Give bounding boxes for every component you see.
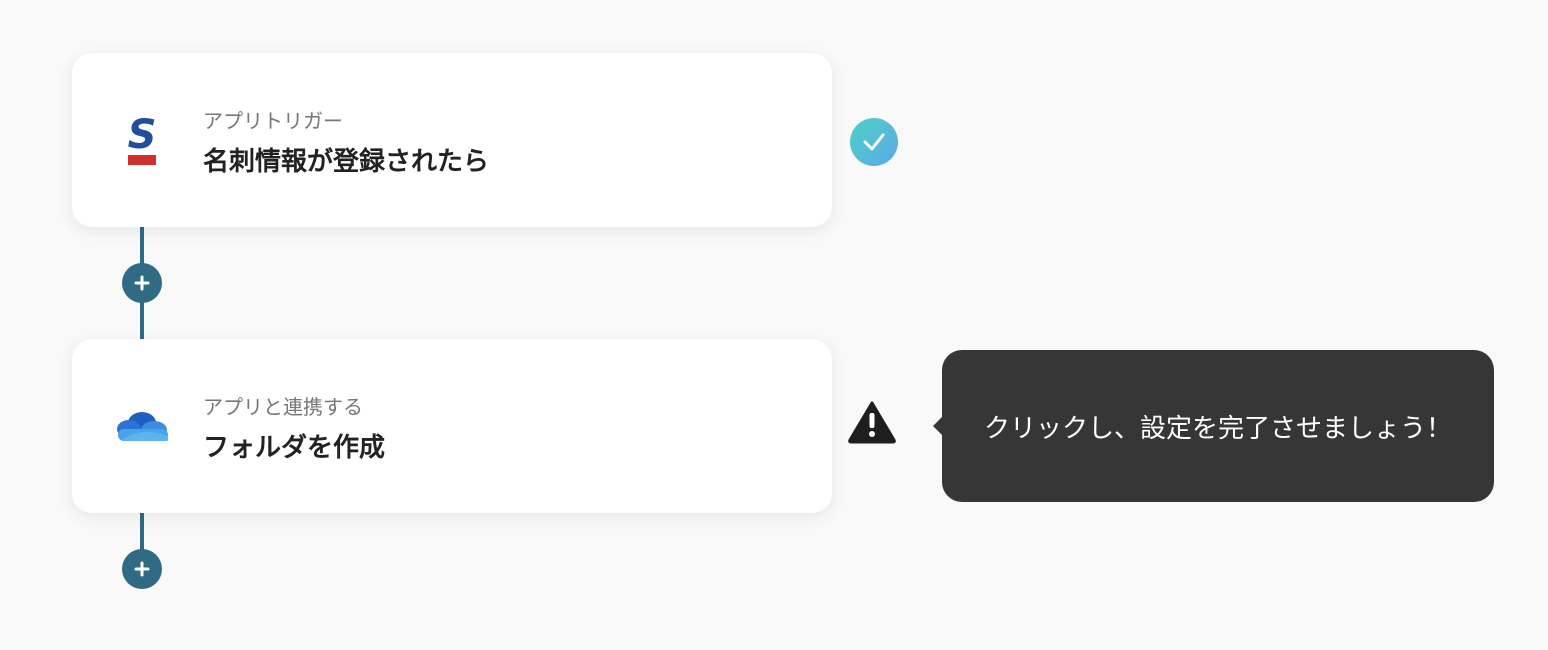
onedrive-cloud-icon (112, 396, 172, 456)
step-title: 名刺情報が登録されたら (203, 147, 490, 177)
add-step-button[interactable] (122, 549, 162, 589)
setup-hint-tooltip: クリックし、設定を完了させましょう！ (933, 350, 1494, 502)
check-circle-icon (850, 118, 898, 166)
add-step-button[interactable] (122, 263, 162, 303)
step-card-trigger[interactable]: S アプリトリガー 名刺情報が登録されたら (72, 53, 832, 227)
step-label: アプリと連携する (203, 395, 363, 419)
plus-icon (134, 275, 150, 291)
tooltip-arrow (933, 416, 943, 436)
flow-connector-line (140, 513, 144, 569)
step-title: フォルダを作成 (203, 433, 386, 463)
plus-icon (134, 561, 150, 577)
warning-icon (847, 400, 897, 444)
step-label: アプリトリガー (203, 109, 343, 133)
tooltip-text: クリックし、設定を完了させましょう！ (983, 414, 1452, 444)
svg-text:S: S (128, 112, 157, 158)
step-card-action[interactable]: アプリと連携する フォルダを作成 (72, 339, 832, 513)
sansan-logo-icon: S (112, 110, 172, 170)
